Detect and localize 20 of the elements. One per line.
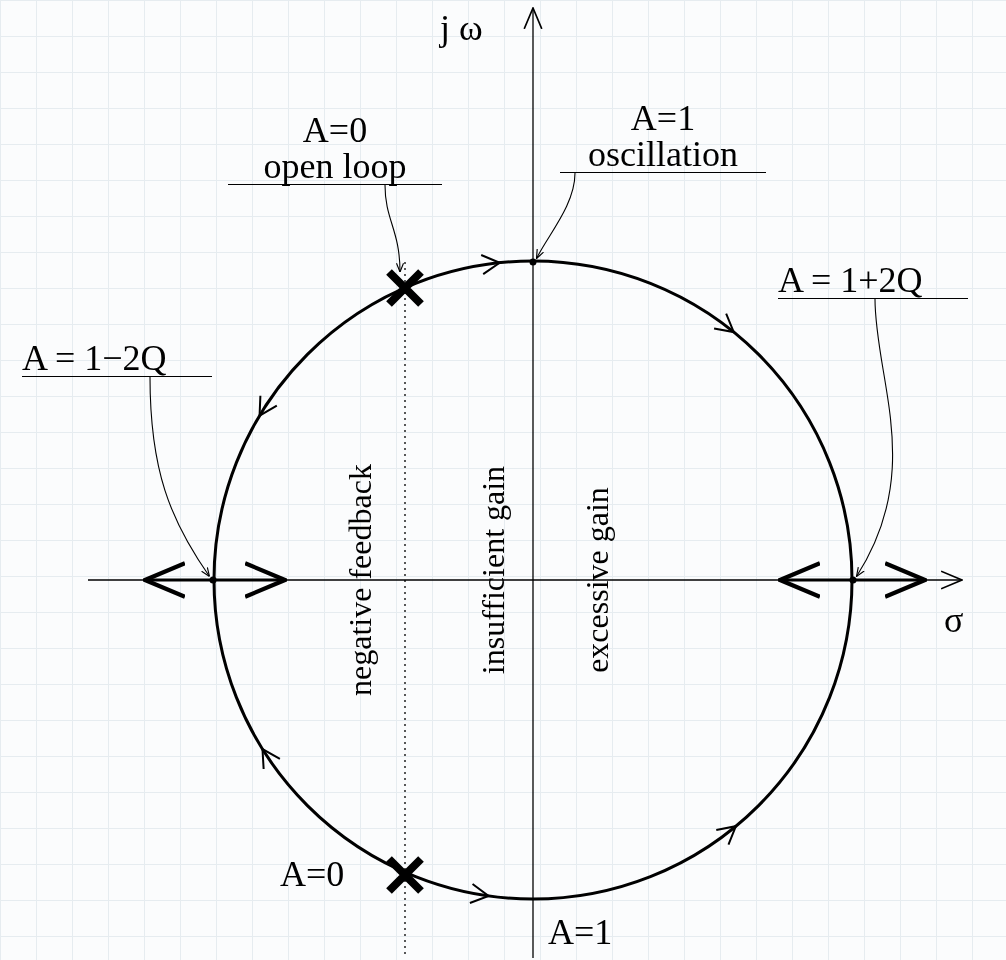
region-label: negative feedback	[344, 464, 376, 696]
callout-label: A=0 open loop	[228, 112, 442, 185]
leader-line	[149, 376, 211, 578]
callout-label: A=1 oscillation	[560, 100, 766, 173]
point-label: A=0	[280, 856, 345, 892]
intersection-point	[529, 258, 537, 266]
leader-line	[384, 184, 404, 273]
region-label: excessive gain	[581, 487, 613, 673]
intersection-point	[209, 576, 217, 584]
callout-label: A = 1−2Q	[22, 340, 212, 377]
axis-label: σ	[944, 602, 964, 638]
callout-label: A = 1+2Q	[778, 262, 968, 299]
axis-label: j ω	[440, 10, 483, 46]
intersection-point	[849, 576, 857, 584]
cross-mark	[385, 855, 425, 895]
leader-line	[855, 298, 894, 578]
cross-mark	[385, 268, 425, 308]
point-label: A=1	[548, 914, 613, 950]
leader-line	[535, 172, 576, 260]
region-label: insufficient gain	[477, 465, 509, 675]
